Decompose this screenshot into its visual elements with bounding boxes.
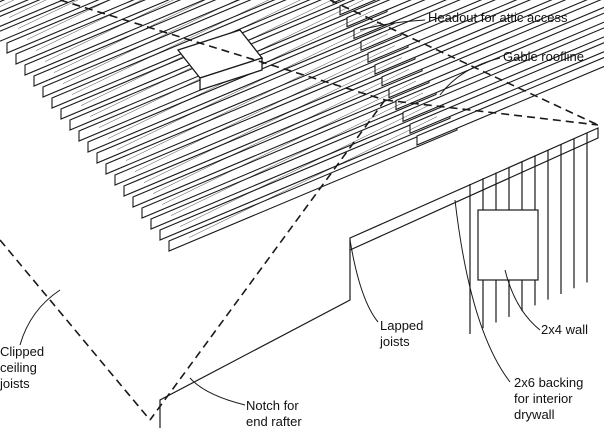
label-line: joists bbox=[380, 334, 410, 349]
lapped-joist bbox=[346, 0, 412, 28]
joist bbox=[60, 0, 346, 120]
joist bbox=[15, 0, 170, 65]
joist bbox=[159, 107, 451, 241]
label-gable-roofline: Gable roofline bbox=[503, 49, 584, 64]
label-line: end rafter bbox=[246, 414, 302, 428]
wood-grain bbox=[170, 92, 424, 216]
wood-grain bbox=[17, 0, 79, 29]
joist bbox=[24, 0, 205, 76]
label-line: ceiling bbox=[0, 360, 37, 375]
lapped-joist bbox=[339, 0, 377, 16]
wood-grain bbox=[143, 57, 403, 183]
label-line: drywall bbox=[514, 407, 555, 422]
wood-grain bbox=[116, 21, 382, 150]
lapped-joist bbox=[360, 0, 483, 52]
label-2x6-backing: 2x6 backing for interior drywall bbox=[514, 375, 583, 423]
lapped-joist bbox=[402, 27, 604, 123]
joist bbox=[123, 60, 423, 197]
wood-grain bbox=[35, 0, 142, 51]
wood-grain bbox=[161, 80, 417, 205]
wood-grain bbox=[62, 0, 238, 84]
wood-grain bbox=[71, 0, 270, 95]
lapped-joist bbox=[416, 56, 604, 146]
wood-grain bbox=[44, 0, 174, 62]
wood-grain bbox=[179, 104, 431, 227]
wood-grain bbox=[26, 0, 111, 40]
joist bbox=[105, 36, 409, 175]
label-line: Clipped bbox=[0, 344, 45, 359]
joist bbox=[33, 0, 241, 87]
joist bbox=[168, 119, 458, 252]
label-2x4-wall: 2x4 wall bbox=[541, 322, 588, 337]
label-notch-end-rafter: Notch for end rafter bbox=[246, 398, 302, 428]
top-plate bbox=[349, 127, 599, 251]
ceiling-joists bbox=[0, 0, 604, 252]
joist bbox=[42, 0, 276, 98]
lapped-joist bbox=[367, 0, 518, 63]
joist bbox=[132, 71, 430, 208]
label-clipped-ceiling-joists: Clipped ceiling joists bbox=[0, 344, 44, 392]
joist bbox=[96, 24, 402, 164]
lapped-joist bbox=[388, 0, 604, 99]
lapped-joist bbox=[381, 0, 588, 87]
wall-edge bbox=[159, 250, 351, 428]
label-line: joists bbox=[0, 376, 30, 391]
label-line: 2x6 backing bbox=[514, 375, 584, 390]
attic-headout bbox=[176, 29, 264, 91]
joist bbox=[141, 83, 437, 219]
lapped-joist bbox=[409, 42, 604, 135]
wood-grain bbox=[134, 45, 396, 172]
wood-grain bbox=[53, 0, 206, 73]
lapped-joist bbox=[353, 0, 448, 40]
gable-roofline bbox=[0, 0, 599, 421]
joist bbox=[0, 0, 65, 27]
lapped-joist bbox=[374, 0, 553, 75]
joist bbox=[114, 48, 416, 186]
joist bbox=[0, 0, 30, 13]
leader-lines bbox=[19, 19, 541, 406]
stud-wall bbox=[159, 127, 599, 428]
label-headout: Headout for attic access bbox=[428, 10, 568, 25]
joist bbox=[0, 0, 100, 42]
wood-grain bbox=[188, 116, 438, 238]
label-line: Lapped bbox=[380, 318, 424, 333]
label-line: Notch for bbox=[246, 398, 299, 413]
window-opening bbox=[477, 209, 539, 281]
wood-grain bbox=[152, 69, 410, 194]
label-line: for interior bbox=[514, 391, 573, 406]
wood-grain bbox=[125, 33, 389, 161]
label-lapped-joists: Lapped joists bbox=[380, 318, 423, 350]
